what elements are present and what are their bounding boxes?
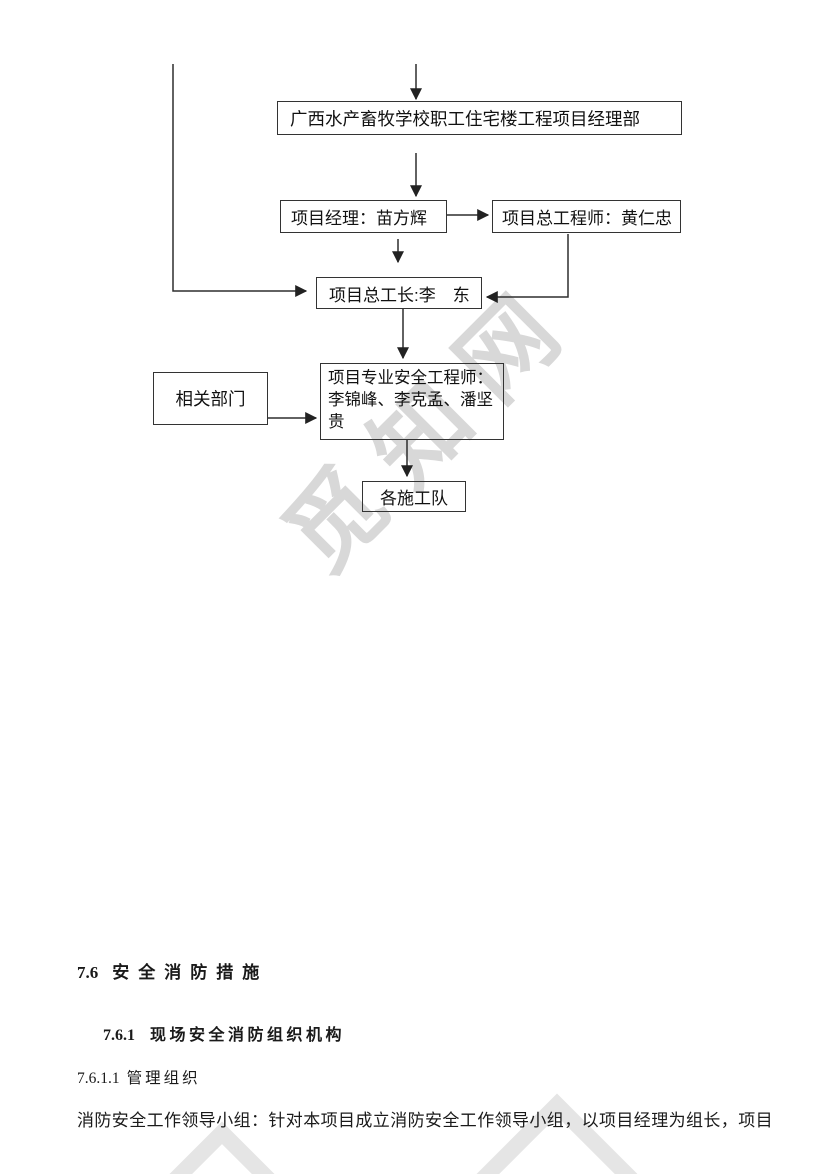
box-label: 项目经理：苗方辉 <box>291 209 427 228</box>
section-title: 现场安全消防组织机构 <box>150 1027 346 1044</box>
box-label: 各施工队 <box>380 489 448 508</box>
section-heading-7-6-1-1: 7.6.1.1 管理组织 <box>77 1066 201 1088</box>
safety-engineers-line1: 项目专业安全工程师： <box>328 369 493 387</box>
flowchart-box-project-manager: 项目经理：苗方辉 <box>280 200 447 233</box>
safety-engineers-line2: 李锦峰、李克孟、潘坚 <box>328 391 493 409</box>
box-label: 项目总工程师：黄仁忠 <box>502 209 672 228</box>
flowchart-box-project-department: 广西水产畜牧学校职工住宅楼工程项目经理部 <box>277 101 682 135</box>
safety-engineers-line3: 贵 <box>328 413 345 431</box>
section-heading-7-6-1: 7.6.1 现场安全消防组织机构 <box>103 1021 345 1045</box>
flowchart-box-construction-teams: 各施工队 <box>362 481 466 512</box>
box-label: 相关部门 <box>175 389 246 409</box>
section-number: 7.6.1.1 <box>77 1070 120 1087</box>
flowchart-box-related-departments: 相关部门 <box>153 372 268 425</box>
flowchart-box-general-foreman: 项目总工长:李 东 <box>316 277 482 309</box>
section-number: 7.6 <box>77 963 99 982</box>
section-title: 安全消防措施 <box>112 963 269 982</box>
connector-left-line-to-foreman <box>172 64 308 297</box>
box-label: 项目总工长:李 东 <box>329 285 470 305</box>
connector-chief-engineer-to-foreman <box>485 234 569 303</box>
box-label: 项目专业安全工程师： 李锦峰、李克孟、潘坚 贵 <box>328 367 493 433</box>
flowchart-box-chief-engineer: 项目总工程师：黄仁忠 <box>492 200 681 233</box>
box-label: 广西水产畜牧学校职工住宅楼工程项目经理部 <box>290 108 640 129</box>
section-title: 管理组织 <box>126 1070 201 1087</box>
section-number: 7.6.1 <box>103 1027 135 1044</box>
flowchart-box-safety-engineers: 项目专业安全工程师： 李锦峰、李克孟、潘坚 贵 <box>320 363 504 440</box>
section-heading-7-6: 7.6 安全消防措施 <box>77 958 268 983</box>
body-paragraph: 消防安全工作领导小组：针对本项目成立消防安全工作领导小组，以项目经理为组长，项目 <box>77 1111 773 1130</box>
